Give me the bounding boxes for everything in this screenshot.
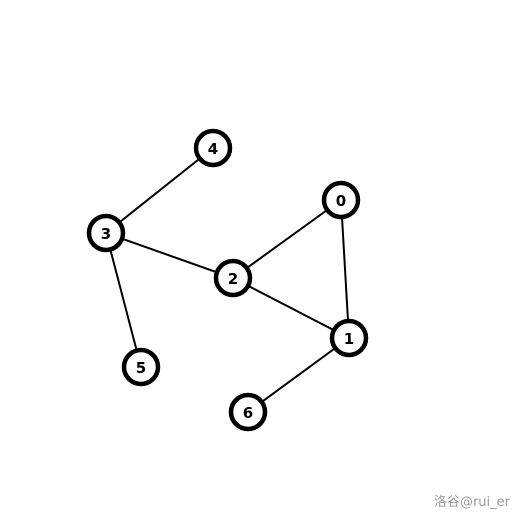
node-circle	[121, 347, 161, 387]
node-circle	[321, 180, 361, 220]
edge-0-1	[340, 199, 350, 339]
edge-2-0	[232, 199, 342, 279]
node-circle	[86, 213, 126, 253]
node-0: 0	[321, 180, 361, 220]
node-circle	[329, 318, 369, 358]
edge-2-1	[232, 277, 350, 339]
nodes-layer: 0 1 2 3 4 5 6	[86, 128, 369, 432]
node-3: 3	[86, 213, 126, 253]
node-label: 0	[336, 192, 346, 210]
node-6: 6	[228, 392, 268, 432]
edge-3-5	[105, 232, 142, 368]
node-label: 5	[136, 359, 146, 377]
node-1: 1	[329, 318, 369, 358]
edge-4-3	[105, 147, 214, 234]
node-circle	[228, 392, 268, 432]
node-label: 6	[243, 404, 253, 422]
node-2: 2	[213, 258, 253, 298]
node-label: 4	[208, 140, 218, 158]
edge-1-6	[247, 337, 350, 413]
node-4: 4	[193, 128, 233, 168]
node-label: 3	[101, 225, 111, 243]
node-label: 2	[228, 270, 238, 288]
edge-3-2	[105, 232, 234, 279]
node-circle	[193, 128, 233, 168]
node-circle	[213, 258, 253, 298]
edges-layer	[105, 147, 350, 413]
node-label: 1	[344, 330, 354, 348]
watermark-text: 洛谷@rui_er	[433, 495, 510, 510]
node-5: 5	[121, 347, 161, 387]
